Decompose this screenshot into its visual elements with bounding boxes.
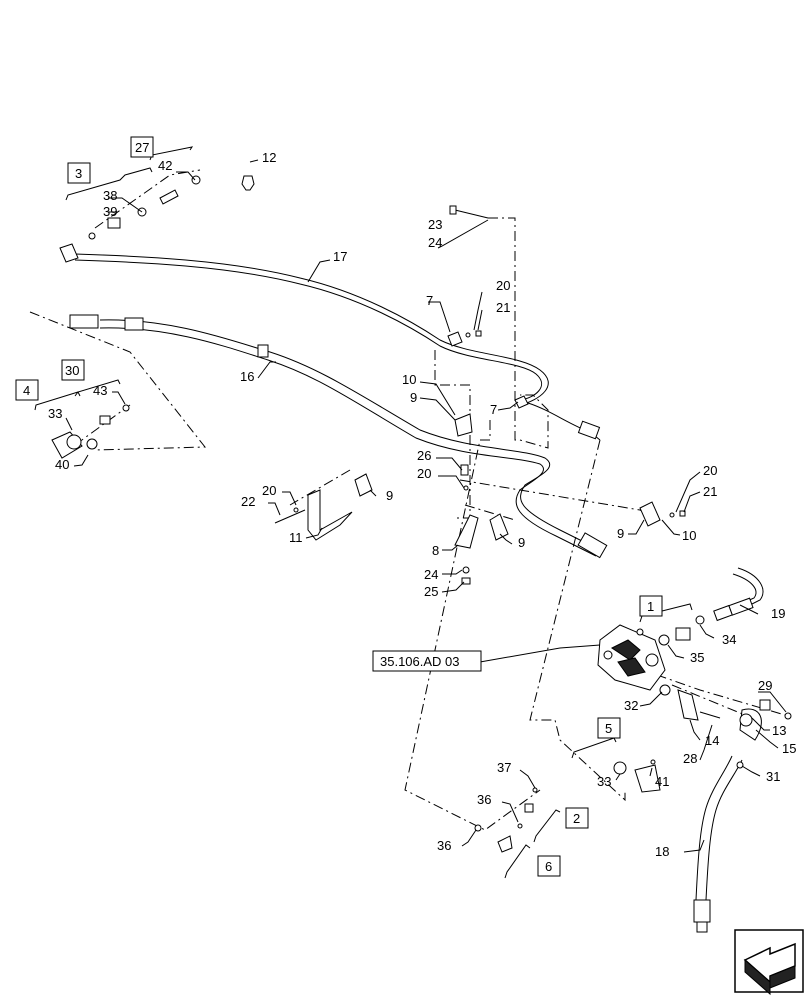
callout-9a: 9: [410, 390, 417, 405]
callout-43: 43: [93, 383, 107, 398]
callout-13: 13: [772, 723, 786, 738]
callout-30: 30: [65, 363, 79, 378]
callout-7b: 7: [490, 402, 497, 417]
callout-17: 17: [333, 249, 347, 264]
callout-23: 23: [428, 217, 442, 232]
callout-5: 5: [605, 721, 612, 736]
hose-16: [69, 314, 608, 559]
callout-42: 42: [158, 158, 172, 173]
valve-block: [597, 624, 666, 691]
callout-24b: 24: [424, 567, 438, 582]
callout-26: 26: [417, 448, 431, 463]
assembly-lines: [29, 169, 786, 831]
callout-27: 27: [135, 140, 149, 155]
callout-29: 29: [758, 678, 772, 693]
callout-1: 1: [647, 599, 654, 614]
boxed-callouts: 27 3 30 4 1 5 2 6 35.106.AD 03: [15, 136, 663, 877]
callout-37: 37: [497, 760, 511, 775]
hose-18: [693, 755, 743, 933]
callout-8: 8: [432, 543, 439, 558]
callout-22: 22: [241, 494, 255, 509]
reference-label: 35.106.AD 03: [380, 654, 460, 669]
callout-35: 35: [690, 650, 704, 665]
hose-17: [74, 253, 601, 441]
callout-15: 15: [782, 741, 796, 756]
leaders: [34, 146, 787, 879]
callout-20a: 20: [496, 278, 510, 293]
callout-18: 18: [655, 844, 669, 859]
callout-3: 3: [75, 166, 82, 181]
callout-24a: 24: [428, 235, 442, 250]
callout-12: 12: [262, 150, 276, 165]
callout-25: 25: [424, 584, 438, 599]
arrow-icon: [734, 929, 804, 996]
callout-36a: 36: [477, 792, 491, 807]
callout-16: 16: [240, 369, 254, 384]
callout-34: 34: [722, 632, 736, 647]
hose-19: [713, 567, 764, 622]
callout-41: 41: [655, 774, 669, 789]
callout-20d: 20: [262, 483, 276, 498]
callout-31: 31: [766, 769, 780, 784]
callout-28: 28: [683, 751, 697, 766]
callout-9b: 9: [386, 488, 393, 503]
callout-32: 32: [624, 698, 638, 713]
callout-38: 38: [103, 188, 117, 203]
callout-19: 19: [771, 606, 785, 621]
callout-11: 11: [289, 530, 303, 545]
fittings: [51, 175, 686, 585]
callout-9d: 9: [518, 535, 525, 550]
callout-2: 2: [573, 811, 580, 826]
callout-33a: 33: [48, 406, 62, 421]
callout-10a: 10: [402, 372, 416, 387]
callout-21a: 21: [496, 300, 510, 315]
callout-9c: 9: [617, 526, 624, 541]
callout-7a: 7: [426, 293, 433, 308]
callout-numbers: 42 12 38 39 23 24 17 20 7 21 16 43 10 9 …: [48, 150, 796, 859]
callout-20c: 20: [703, 463, 717, 478]
callout-4: 4: [23, 383, 30, 398]
callout-36b: 36: [437, 838, 451, 853]
callout-6: 6: [545, 859, 552, 874]
callout-33b: 33: [597, 774, 611, 789]
callout-10b: 10: [682, 528, 696, 543]
callout-40: 40: [55, 457, 69, 472]
callout-20b: 20: [417, 466, 431, 481]
callout-39: 39: [103, 204, 117, 219]
valve-fittings: [474, 615, 792, 853]
callout-21b: 21: [703, 484, 717, 499]
callout-14: 14: [705, 733, 719, 748]
